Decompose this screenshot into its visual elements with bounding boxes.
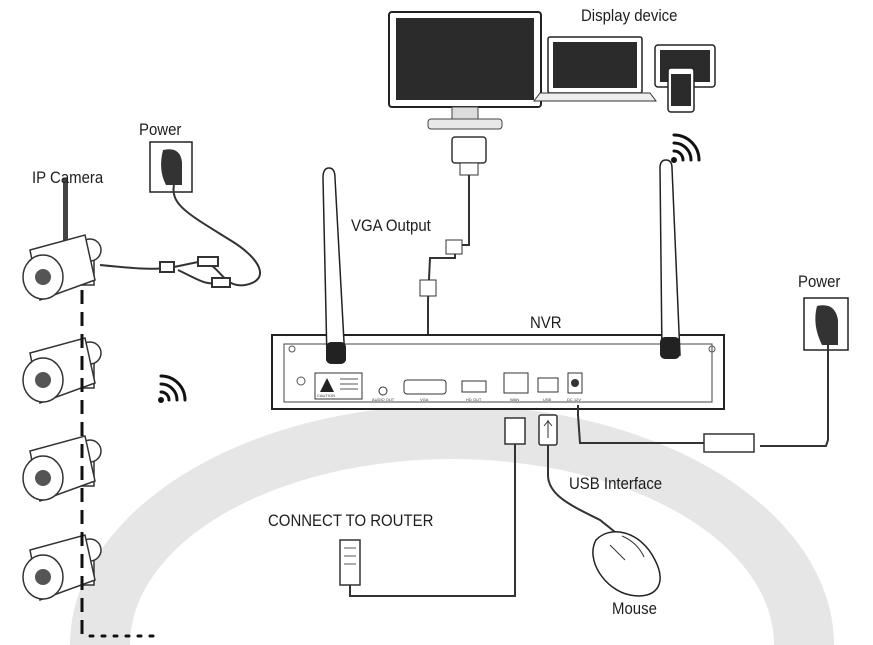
caution-label: CAUTION [314,372,363,400]
ip-camera-label: IP Camera [32,168,104,187]
wifi-icon-left [158,374,187,403]
camera-power-cable [99,256,231,288]
ip-camera-3-icon [22,435,102,503]
caution-text: CAUTION [317,393,335,398]
ip-camera-antenna-icon [63,178,68,248]
nvr-ports: AUDIO OUT VGA HD OUT WAN USB DC 12V [372,372,583,402]
tablet-phone-icon [654,44,716,113]
power-outlet-right-icon [577,297,849,453]
ethernet-cable [339,417,526,597]
port-dc-label: DC 12V [567,397,581,402]
background-arc [70,405,834,645]
wifi-icon-right [671,133,701,163]
port-vga-label: VGA [420,397,429,402]
connect-router-label: CONNECT TO ROUTER [268,511,434,530]
power-right-label: Power [798,272,841,291]
ip-camera-2-icon [22,337,102,405]
mouse-label: Mouse [612,599,657,618]
power-outlet-left-icon [149,141,262,287]
mouse-icon [538,414,661,597]
usb-interface-label: USB Interface [569,474,663,493]
nvr-antenna-right-icon [659,159,681,359]
ip-camera-4-icon [22,534,102,602]
nvr-antenna-left-icon [322,167,346,364]
laptop-icon [533,36,657,102]
power-left-label: Power [139,120,182,139]
monitor-icon [388,11,542,130]
port-lan-label: WAN [510,397,519,402]
vga-output-label: VGA Output [351,216,431,235]
ip-camera-1-icon [22,234,102,302]
port-audio-label: AUDIO OUT [372,397,395,402]
nvr-label: NVR [530,313,562,332]
display-device-label: Display device [581,6,678,25]
port-hdmi-label: HD OUT [466,397,482,402]
port-usb-label: USB [543,397,552,402]
